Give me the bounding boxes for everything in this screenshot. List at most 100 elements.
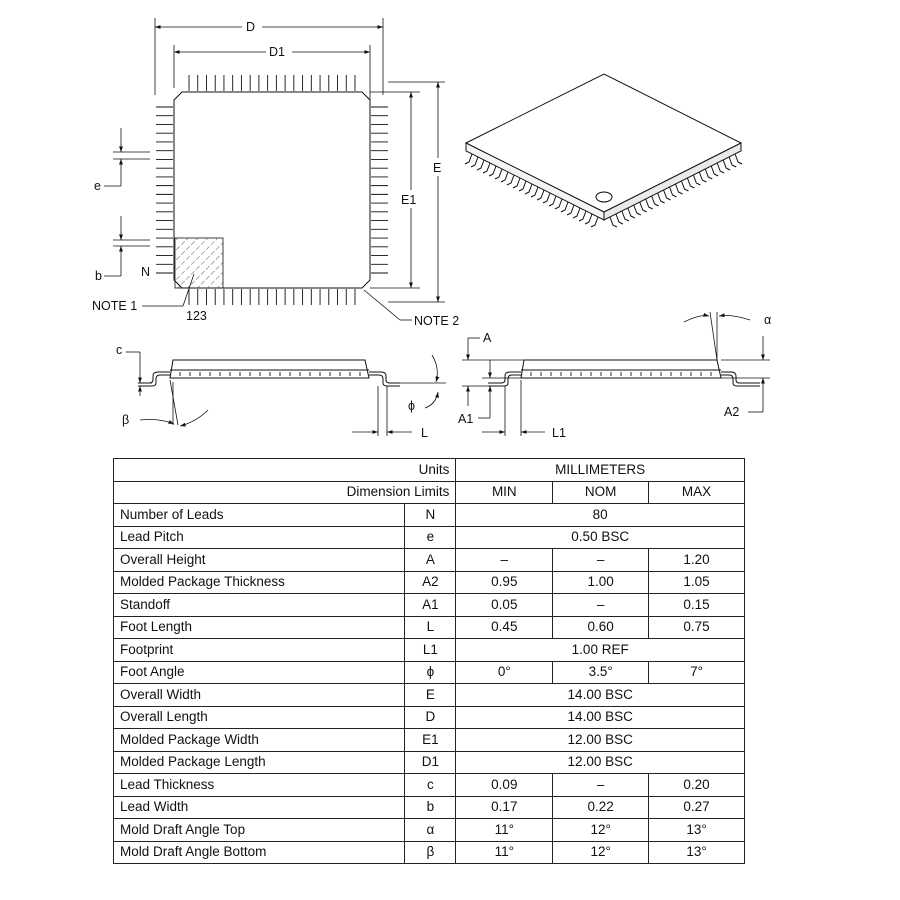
- label-note1: NOTE 1: [92, 299, 137, 313]
- iso-pin-lead: [464, 153, 473, 165]
- dimension-value: 80: [455, 503, 745, 527]
- iso-pin-lead: [609, 216, 618, 228]
- dimension-name: Molded Package Thickness: [112, 570, 406, 594]
- dimension-table: Units MILLIMETERS Dimension Limits MIN N…: [112, 458, 745, 864]
- iso-pin-lead: [566, 204, 575, 216]
- package-drawing: D D1 E E1 e b N: [92, 18, 771, 440]
- iso-pin-lead: [698, 171, 707, 183]
- iso-body-top: [464, 73, 743, 213]
- top-view: D D1 E E1 e b N: [92, 18, 459, 328]
- dimension-max: 0.27: [648, 795, 745, 819]
- iso-pin-lead: [476, 159, 485, 171]
- dimension-max: 0.75: [648, 615, 745, 639]
- side-view-left: c β ϕ L: [116, 343, 446, 440]
- dimension-symbol: ϕ: [404, 660, 457, 684]
- dimension-name: Overall Width: [112, 683, 406, 707]
- label-L: L: [421, 426, 428, 440]
- dimension-nom: 3.5°: [552, 660, 650, 684]
- label-E1: E1: [401, 193, 416, 207]
- col-nom-header: NOM: [552, 480, 650, 504]
- dimension-nom: 0.60: [552, 615, 650, 639]
- dimension-symbol: E1: [404, 728, 457, 752]
- dimension-name: Lead Thickness: [112, 773, 406, 797]
- dimension-name: Lead Pitch: [112, 525, 406, 549]
- iso-pin-lead: [542, 192, 551, 204]
- dimension-nom: 1.00: [552, 570, 650, 594]
- dimension-symbol: E: [404, 683, 457, 707]
- iso-pin-lead: [512, 177, 521, 189]
- dimension-symbol: e: [404, 525, 457, 549]
- dimension-min: 0.09: [455, 773, 554, 797]
- label-D1: D1: [269, 45, 285, 59]
- dimension-symbol: L: [404, 615, 457, 639]
- dimension-min: 11°: [455, 818, 554, 842]
- label-L1: L1: [552, 426, 566, 440]
- dimension-max: 13°: [648, 840, 745, 864]
- dimension-max: 0.15: [648, 593, 745, 617]
- dimension-nom: 12°: [552, 818, 650, 842]
- dimension-max: 1.20: [648, 548, 745, 572]
- dimension-min: 0.45: [455, 615, 554, 639]
- dimension-symbol: β: [404, 840, 457, 864]
- dimension-nom: –: [552, 593, 650, 617]
- iso-pin-lead: [590, 216, 599, 228]
- table-header-limits: Dimension Limits MIN NOM MAX: [112, 480, 745, 504]
- pin1-hatch-region: [174, 237, 224, 289]
- dimension-nom: –: [552, 773, 650, 797]
- label-b: b: [95, 269, 102, 283]
- iso-pin-lead: [584, 213, 593, 225]
- dimension-max: 0.20: [648, 773, 745, 797]
- table-header-units: Units MILLIMETERS: [112, 458, 745, 482]
- iso-pin-lead: [572, 207, 581, 219]
- dimension-value: 12.00 BSC: [455, 750, 745, 774]
- iso-pin-lead: [692, 174, 701, 186]
- iso-pin-lead: [669, 186, 677, 198]
- iso-pin-lead: [500, 171, 509, 183]
- pins-right-row: [371, 106, 388, 274]
- dimension-symbol: A2: [404, 570, 457, 594]
- side-left-body: [169, 359, 370, 379]
- dimension-value: 12.00 BSC: [455, 728, 745, 752]
- dimension-name: Molded Package Length: [112, 750, 406, 774]
- iso-pin-lead: [710, 165, 719, 177]
- label-alpha: α: [764, 313, 771, 327]
- pins-top-row: [188, 75, 356, 91]
- dimension-min: 11°: [455, 840, 554, 864]
- iso-pin-lead: [686, 177, 695, 189]
- side-left-pins: [179, 372, 361, 376]
- label-beta: β: [122, 413, 129, 427]
- label-c: c: [116, 343, 122, 357]
- iso-pin-lead: [627, 207, 636, 219]
- dimension-symbol: c: [404, 773, 457, 797]
- dimension-min: 0°: [455, 660, 554, 684]
- dimension-symbol: A: [404, 548, 457, 572]
- dimension-nom: –: [552, 548, 650, 572]
- dimension-symbol: A1: [404, 593, 457, 617]
- iso-pin-lead: [657, 192, 665, 204]
- label-pin-numbers: 123: [186, 309, 207, 323]
- units-value: MILLIMETERS: [455, 458, 745, 482]
- label-A1: A1: [458, 412, 473, 426]
- col-min-header: MIN: [455, 480, 554, 504]
- label-e: e: [94, 179, 101, 193]
- iso-pin-lead: [554, 198, 563, 210]
- dimension-value: 0.50 BSC: [455, 525, 745, 549]
- label-D: D: [246, 20, 255, 34]
- iso-pin-lead: [470, 156, 479, 168]
- dimension-name: Molded Package Width: [112, 728, 406, 752]
- dimension-value: 1.00 REF: [455, 638, 745, 662]
- dimension-name: Foot Angle: [112, 660, 406, 684]
- dimension-value: 14.00 BSC: [455, 683, 745, 707]
- iso-pin-lead: [704, 168, 713, 180]
- iso-pin-lead: [716, 162, 725, 174]
- dimension-max: 7°: [648, 660, 745, 684]
- iso-pin-lead: [524, 183, 533, 195]
